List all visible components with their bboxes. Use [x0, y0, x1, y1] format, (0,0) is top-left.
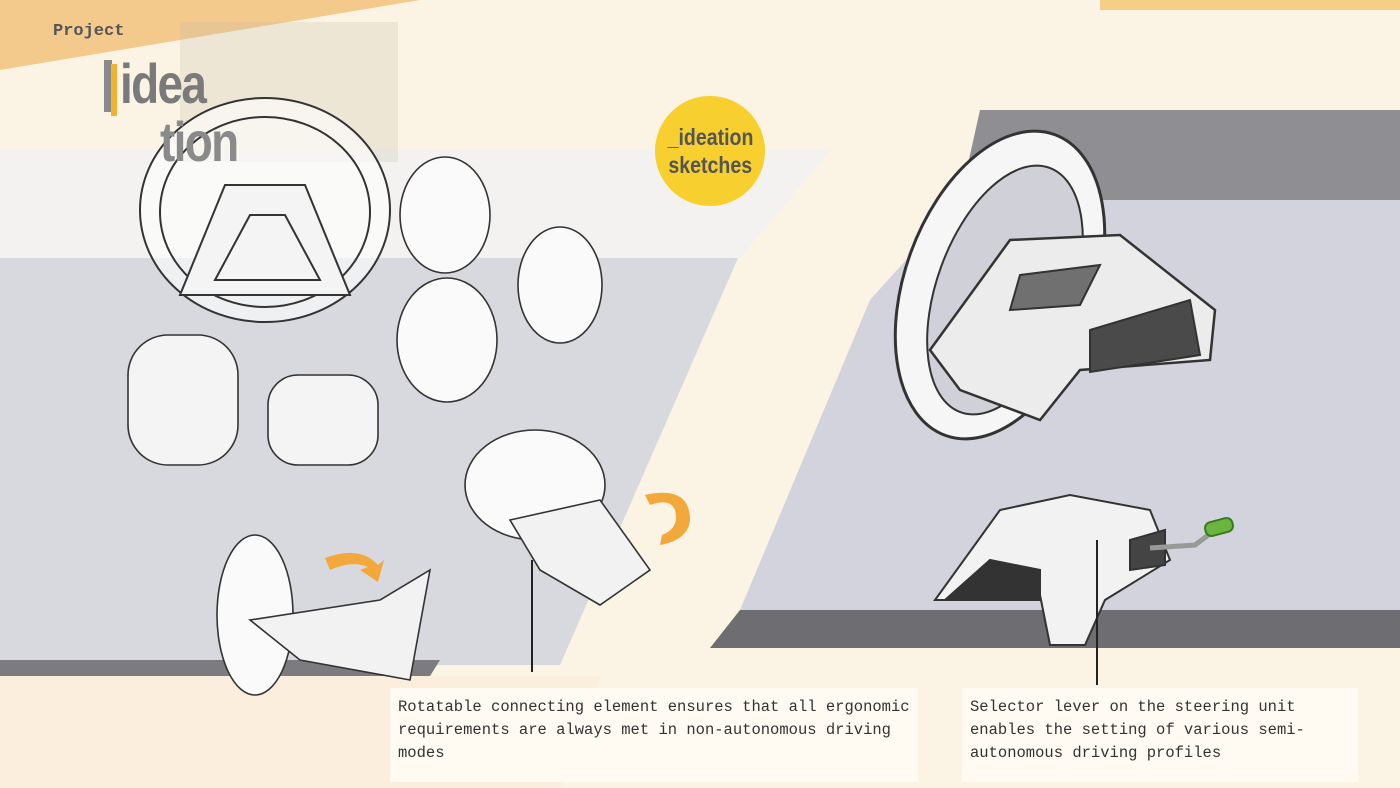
caption-leader-line-1 — [531, 560, 533, 672]
sketch-wheel-render — [893, 129, 1217, 441]
title-accent-bar — [104, 60, 112, 112]
badge-line-1: _ideation — [667, 124, 753, 150]
sketch-wheel-large — [139, 97, 391, 323]
badge-line-2: sketches — [668, 152, 752, 178]
title-accent-bar-yellow — [111, 64, 117, 116]
caption-leader-line-2 — [1096, 540, 1098, 685]
project-label: Project — [53, 22, 125, 41]
title-line-1: idea — [120, 52, 207, 115]
rotation-arrows — [325, 492, 690, 582]
ideation-sketches-badge: _ideation sketches — [655, 96, 765, 206]
sketch-selector-unit — [933, 493, 1234, 646]
caption-selector-lever: Selector lever on the steering unit enab… — [962, 688, 1358, 782]
title-line-2: tion — [160, 110, 239, 173]
sketch-wheels-small — [127, 156, 652, 696]
caption-rotatable-element: Rotatable connecting element ensures tha… — [390, 688, 918, 782]
